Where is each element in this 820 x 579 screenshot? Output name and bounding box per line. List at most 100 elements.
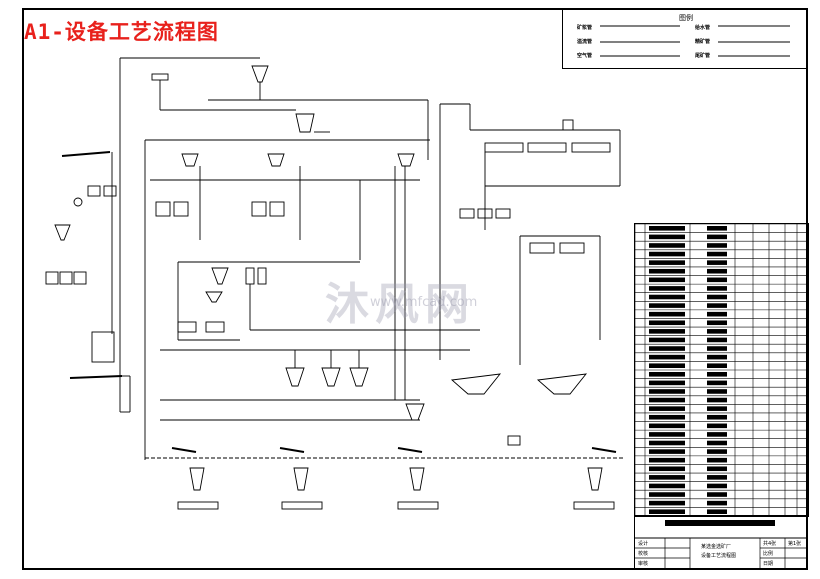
agitation-tank xyxy=(177,321,197,333)
storage-bin xyxy=(507,435,521,446)
classifier xyxy=(267,153,285,167)
parts-table-cell xyxy=(649,372,685,377)
parts-table-cell xyxy=(707,329,727,334)
sheet-number: 第1张 xyxy=(788,541,802,547)
flotation-bank xyxy=(559,242,585,254)
legend-label: 空气管 xyxy=(577,53,593,59)
drawing-frame xyxy=(22,8,808,570)
parts-table-cell xyxy=(649,260,685,265)
cone-crusher xyxy=(45,271,59,285)
parts-table-cell xyxy=(649,354,685,360)
parts-table-cell xyxy=(649,226,685,231)
thickener xyxy=(349,367,369,387)
parts-table-cell xyxy=(649,346,685,351)
parts-table-cell xyxy=(649,475,685,480)
parts-table-grid xyxy=(634,223,809,516)
discharge-chute xyxy=(293,467,309,491)
parts-table-cell xyxy=(649,389,685,394)
belt-conveyor xyxy=(397,447,423,453)
parts-table-cell xyxy=(649,329,685,334)
hydrocyclone xyxy=(205,291,223,303)
thickener xyxy=(405,403,425,421)
design-label: 设计 xyxy=(638,541,649,547)
classifier xyxy=(181,153,199,167)
hydrocyclone xyxy=(211,267,229,285)
parts-table-cell xyxy=(649,397,685,403)
filter-press xyxy=(450,373,502,395)
parts-table-cell xyxy=(707,457,727,463)
parts-table-cell xyxy=(649,440,685,446)
pump-symbol xyxy=(73,197,83,207)
parts-table-cell xyxy=(707,251,727,257)
parts-table-cell xyxy=(707,483,727,489)
title-block-grid xyxy=(635,520,808,569)
flotation-bank xyxy=(484,142,524,153)
ball-mill xyxy=(251,201,267,217)
parts-table-cell xyxy=(649,286,685,291)
parts-table-cell xyxy=(707,389,727,394)
belt-conveyor xyxy=(279,447,305,453)
ball-mill xyxy=(269,201,285,217)
thickener xyxy=(285,367,305,387)
check-label: 校核 xyxy=(638,551,649,557)
title-block: 设计 校核 审核 某选金选矿厂 设备工艺流程图 共4张 第1张 比例 日期 xyxy=(634,515,808,569)
parts-table-cell xyxy=(649,268,685,274)
ball-mill xyxy=(155,201,171,217)
parts-table-cell xyxy=(649,449,685,454)
parts-table-cell xyxy=(707,500,727,506)
legend-title: 图例 xyxy=(679,14,693,22)
parts-table-cell xyxy=(707,234,727,240)
belt-conveyor xyxy=(69,375,123,379)
legend-label: 精矿管 xyxy=(695,39,711,45)
parts-table-cell xyxy=(649,363,685,368)
stockpile-base xyxy=(573,501,615,510)
discharge-chute xyxy=(409,467,425,491)
parts-table-cell xyxy=(707,320,727,326)
scale-label: 比例 xyxy=(763,551,774,557)
flotation-cell xyxy=(257,267,267,285)
parts-table-cell xyxy=(649,294,685,300)
parts-table-cell xyxy=(707,440,727,446)
parts-table-cell xyxy=(649,303,685,308)
parts-table-cell xyxy=(707,260,727,265)
parts-table-cell xyxy=(649,457,685,463)
parts-table-cell xyxy=(649,500,685,506)
classifier xyxy=(397,153,415,167)
parts-table-cell xyxy=(649,277,685,283)
parts-table-cell xyxy=(707,294,727,300)
parts-table-cell xyxy=(707,466,727,472)
parts-table-cell xyxy=(707,303,727,308)
cyclone xyxy=(295,113,315,133)
parts-table-cell xyxy=(707,354,727,360)
filter-press xyxy=(536,373,588,395)
legend-label: 溢流管 xyxy=(577,39,593,45)
parts-table-cell xyxy=(649,251,685,257)
cone-crusher xyxy=(59,271,73,285)
parts-table-cell xyxy=(707,397,727,403)
parts-table-cell xyxy=(649,406,685,411)
parts-table-cell xyxy=(707,406,727,411)
discharge-chute xyxy=(587,467,603,491)
parts-table-cell xyxy=(649,320,685,326)
belt-conveyor xyxy=(591,447,617,453)
flotation-cell xyxy=(459,208,475,219)
parts-table-cell xyxy=(707,277,727,283)
thickener xyxy=(321,367,341,387)
sheet-count: 共4张 xyxy=(763,541,777,547)
feed-conveyor xyxy=(61,151,111,157)
plant-name: 某选金选矿厂 xyxy=(701,544,732,550)
reagent-tank xyxy=(562,119,574,131)
screen-unit xyxy=(87,185,101,197)
drawing-title: A1-设备工艺流程图 xyxy=(24,20,219,44)
parts-table-cell xyxy=(649,492,685,497)
feed-hopper xyxy=(54,224,71,241)
parts-table-cell xyxy=(707,475,727,480)
parts-table-cell xyxy=(707,449,727,454)
stockpile-base xyxy=(177,501,219,510)
parts-table-cell xyxy=(649,483,685,489)
parts-table-cell xyxy=(707,311,727,317)
date-label: 日期 xyxy=(763,561,774,567)
agitation-tank xyxy=(205,321,225,333)
legend-label: 矿浆管 xyxy=(577,25,593,31)
